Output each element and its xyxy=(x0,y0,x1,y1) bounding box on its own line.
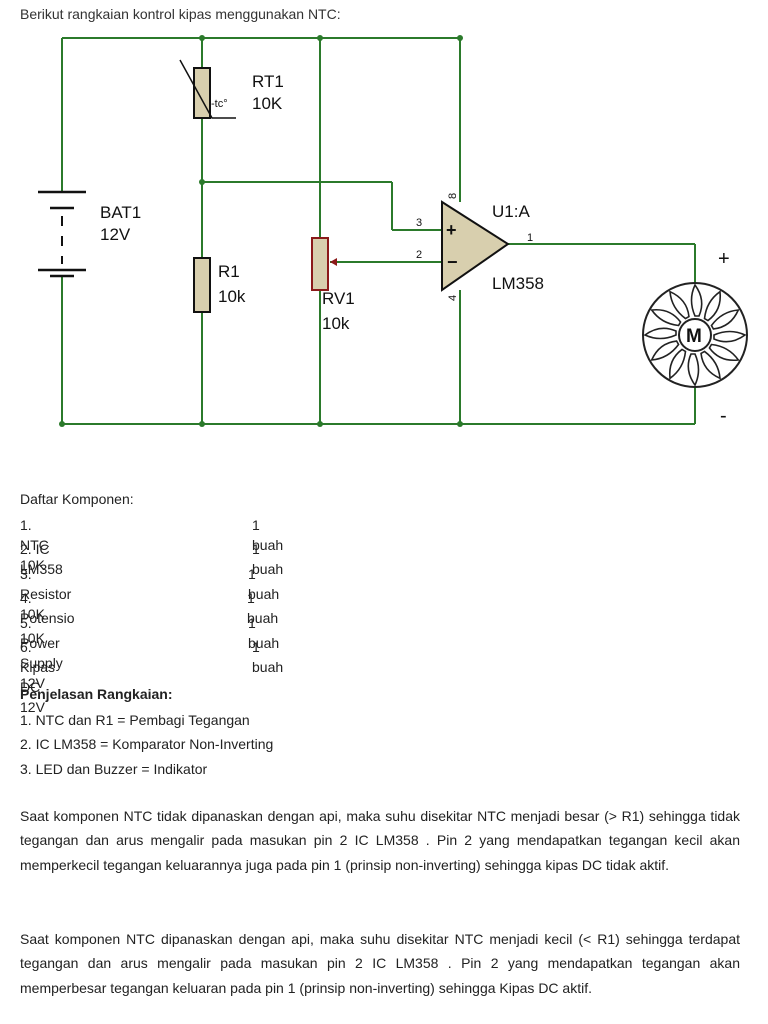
component-name: 2. IC LM358 xyxy=(20,541,63,578)
battery-bat1 xyxy=(38,190,86,278)
list-item: 2. IC LM358 = Komparator Non-Inverting xyxy=(20,736,274,753)
bat1-value: 12V xyxy=(100,225,131,244)
opamp-u1a xyxy=(441,200,510,292)
opamp-plus-sign: + xyxy=(446,220,457,240)
component-name: 6. Kipas DC 12V xyxy=(20,638,56,715)
pin-2-label: 2 xyxy=(416,249,422,261)
r1-name: R1 xyxy=(218,262,240,281)
component-qty: 1 buah xyxy=(248,614,280,651)
component-qty: 1 buah xyxy=(247,590,279,627)
circuit-schematic: RT1 10K -tc° BAT1 12V R1 10k RV1 10k U1:… xyxy=(38,35,748,427)
list-item: 1. NTC dan R1 = Pembagi Tegangan xyxy=(20,712,250,728)
pin-8-label: 8 xyxy=(447,193,459,199)
fan-motor xyxy=(642,282,748,388)
component-name: 3. Resistor 10K xyxy=(20,565,72,622)
component-qty: 1 buah xyxy=(248,565,280,602)
rv1-value: 10k xyxy=(322,314,350,333)
paragraph-not-heated: Saat komponen NTC tidak dipanaskan denga… xyxy=(20,808,740,873)
component-qty: 1 buah xyxy=(252,517,284,553)
rv1-name: RV1 xyxy=(322,289,355,308)
pin-4-label: 4 xyxy=(447,295,459,301)
rt1-symbol: -tc° xyxy=(211,98,228,110)
rt1-name: RT1 xyxy=(252,72,284,91)
motor-minus-label: - xyxy=(720,405,727,427)
motor-label: M xyxy=(686,326,702,347)
component-name: 4. Potensio 10K xyxy=(20,590,75,647)
rt1-value: 10K xyxy=(252,94,283,113)
component-qty: 1 buah xyxy=(252,541,284,578)
u1a-part: LM358 xyxy=(492,274,544,293)
pin-1-label: 1 xyxy=(527,232,533,244)
component-qty: 1 buah xyxy=(252,638,284,675)
u1a-name: U1:A xyxy=(492,202,530,221)
list-item: 3. LED dan Buzzer = Indikator xyxy=(20,760,208,777)
thermistor-rt1 xyxy=(179,59,236,119)
pin-3-label: 3 xyxy=(416,217,422,229)
components-title: Daftar Komponen: xyxy=(20,491,134,507)
intro-text: Berikut rangkaian kontrol kipas mengguna… xyxy=(20,6,341,22)
potentiometer-rv1 xyxy=(311,237,337,291)
bat1-name: BAT1 xyxy=(100,203,141,222)
component-name: 5. Power Supply 12V xyxy=(20,614,63,691)
explanation-list: 1. NTC dan R1 = Pembagi Tegangan 2. IC L… xyxy=(20,710,273,783)
opamp-minus-sign: − xyxy=(447,252,458,272)
component-name: 1. NTC 10K xyxy=(20,517,49,573)
paragraph-heated: Saat komponen NTC dipanaskan dengan api,… xyxy=(20,931,740,996)
resistor-r1 xyxy=(193,257,211,313)
motor-plus-label: + xyxy=(718,248,730,270)
explanation-title: Penjelasan Rangkaian: xyxy=(20,686,173,702)
r1-value: 10k xyxy=(218,287,246,306)
